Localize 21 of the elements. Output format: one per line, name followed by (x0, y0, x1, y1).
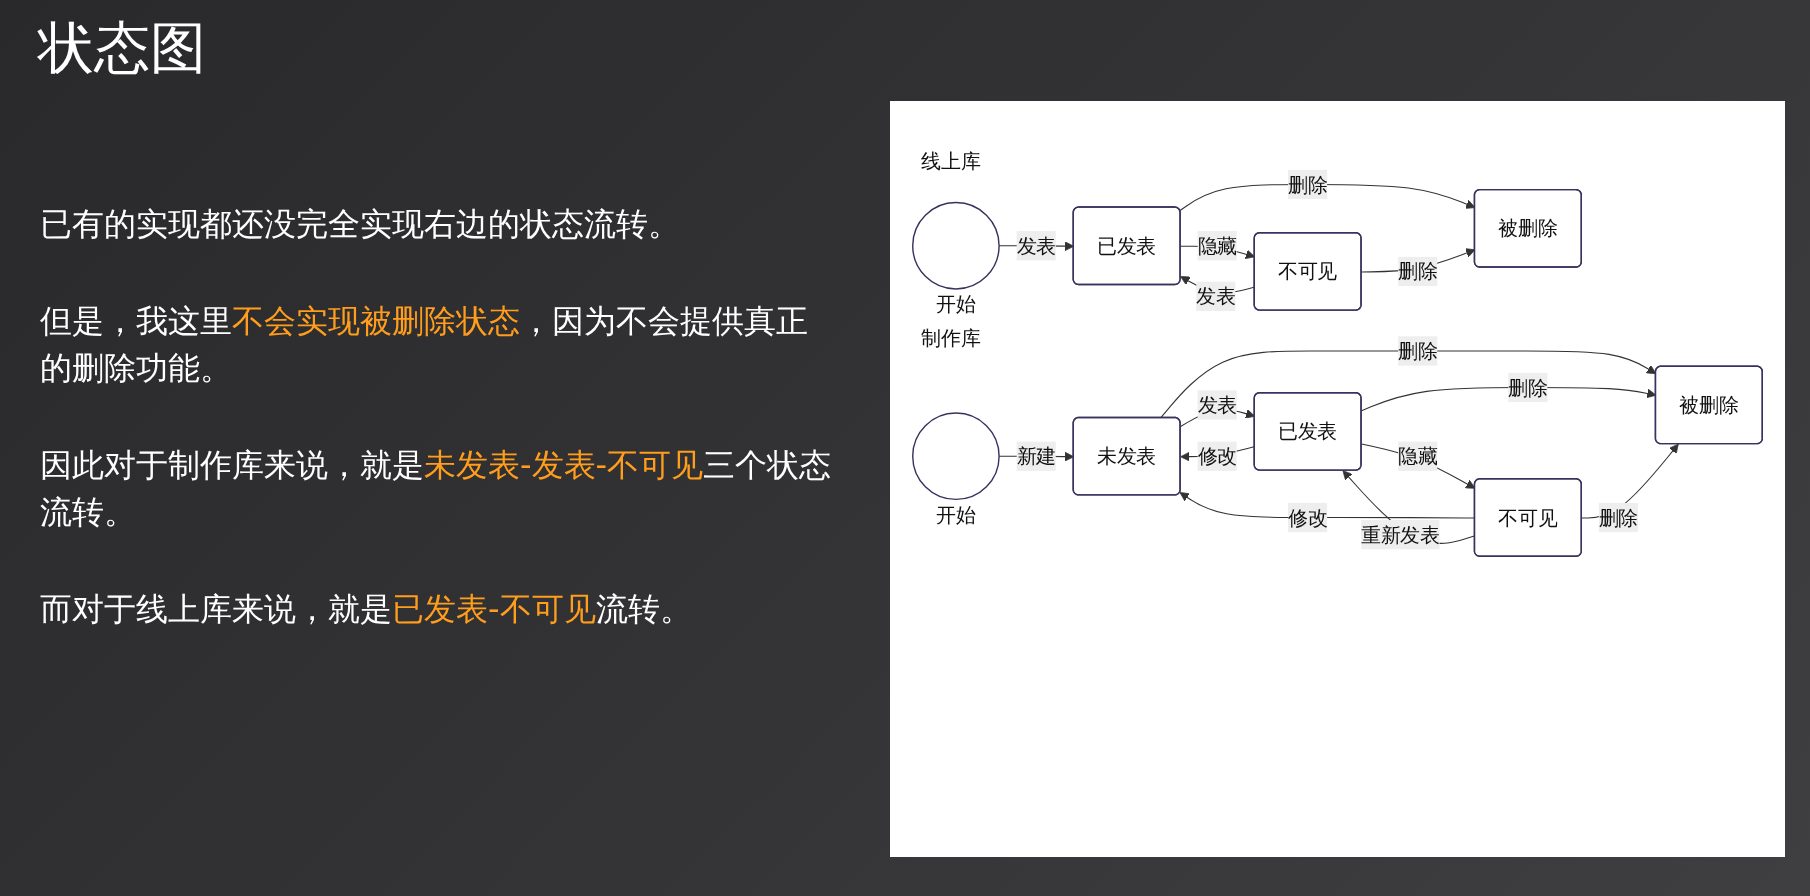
edge-label: 发表 (1197, 393, 1237, 417)
edge-label: 删除 (1598, 506, 1638, 529)
node-circle (912, 201, 1000, 290)
section-heading: 线上库 (921, 150, 982, 174)
edge-label: 修改 (1197, 444, 1237, 468)
edge-label: 新建 (1016, 444, 1056, 468)
slide-title: 状态图 (38, 14, 206, 82)
node-circle (912, 412, 1000, 501)
paragraph: 但是，我这里不会实现被删除状态，因为不会提供真正的删除功能。 (40, 301, 809, 389)
edge-label: 修改 (1288, 506, 1328, 529)
edge-label: 删除 (1398, 339, 1438, 363)
paragraph: 而对于线上库来说，就是已发表-不可见流转。 (40, 589, 693, 630)
node-caption: 开始 (935, 293, 976, 317)
edge-label: 隐藏 (1197, 234, 1237, 258)
paragraph: 因此对于制作库来说，就是未发表-发表-不可见三个状态流转。 (40, 445, 833, 533)
paragraph: 已有的实现都还没完全实现右边的状态流转。 (40, 204, 681, 245)
edge-label: 发表 (1196, 284, 1236, 308)
edge-label: 删除 (1508, 376, 1548, 399)
edge-label: 删除 (1288, 172, 1328, 196)
edge-label: 发表 (1016, 234, 1056, 258)
edge-label: 删除 (1398, 259, 1438, 283)
